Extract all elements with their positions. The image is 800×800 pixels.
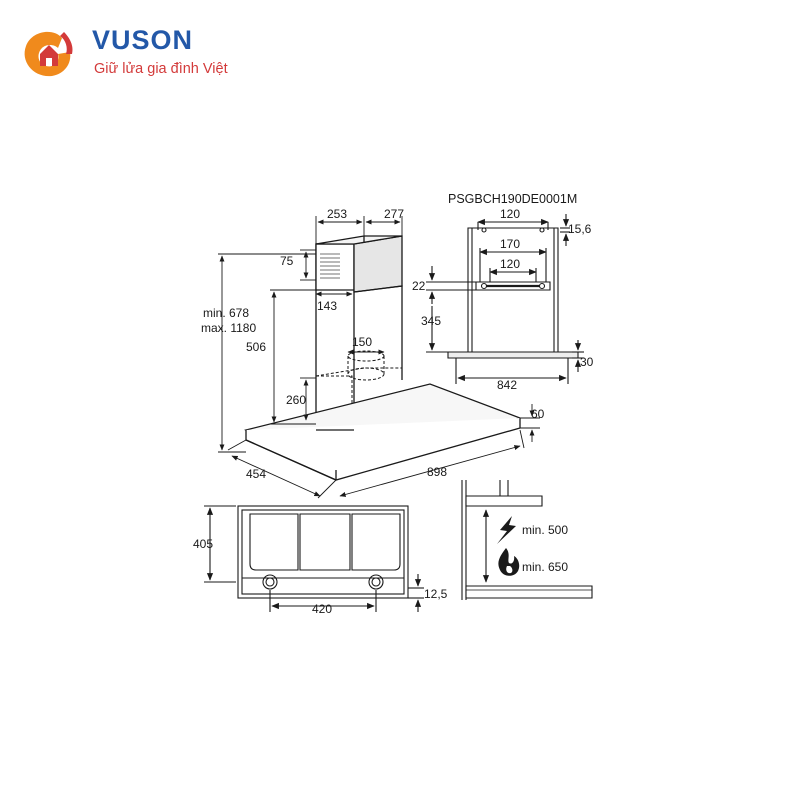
dim-150-label: 150 <box>352 335 372 349</box>
side-hood-canopy <box>465 495 543 507</box>
dim-max-height-label: max. 1180 <box>201 321 256 335</box>
dim-454-label: 454 <box>246 467 266 481</box>
installation-labels: min. 500 min. 650 <box>522 523 568 574</box>
lightning-icon <box>497 516 516 544</box>
brand-name: VUSON <box>92 25 194 55</box>
hood-dimension-labels: 253 277 75 min. 678 max. 1180 143 506 15… <box>201 207 545 481</box>
light-left <box>262 574 278 590</box>
dim-75-label: 75 <box>280 254 294 268</box>
filter-panel-left <box>249 513 299 571</box>
dim-506-label: 506 <box>246 340 266 354</box>
bracket-detail-view <box>426 214 584 384</box>
brand-slogan: Giữ lửa gia đình Việt <box>94 61 228 77</box>
side-cooktop <box>465 585 593 599</box>
hood-bottom-view <box>204 505 424 612</box>
dim-120-top-label: 120 <box>500 207 520 221</box>
dim-30-label: 30 <box>580 355 594 369</box>
flame-icon <box>498 548 520 576</box>
chimney-upper-section <box>315 243 355 291</box>
dim-120-mid-label: 120 <box>500 257 520 271</box>
dim-277-label: 277 <box>384 207 404 221</box>
brand-header: VUSON Giữ lửa gia đình Việt <box>18 22 278 84</box>
model-code-label: PSGBCH190DE0001M <box>448 192 577 206</box>
bracket-dimension-labels: PSGBCH190DE0001M 120 15,6 170 120 22 345… <box>412 192 594 392</box>
hood-dimension-lines <box>218 216 540 499</box>
dim-253-label: 253 <box>327 207 347 221</box>
dim-12-5-label: 12,5 <box>424 587 448 601</box>
dim-143-label: 143 <box>317 299 337 313</box>
dim-15-6-label: 15,6 <box>568 222 592 236</box>
min-gas-label: min. 650 <box>522 560 568 574</box>
dim-345-label: 345 <box>421 314 441 328</box>
filter-panel-right <box>351 513 401 571</box>
bottom-view-labels: 405 420 12,5 <box>193 537 448 616</box>
installation-height-view <box>461 480 593 600</box>
dim-842-label: 842 <box>497 378 517 392</box>
dim-420-label: 420 <box>312 602 332 616</box>
vuson-logo-icon <box>24 31 73 77</box>
dim-260-label: 260 <box>286 393 306 407</box>
dim-60-label: 60 <box>531 407 545 421</box>
dim-min-height-label: min. 678 <box>203 306 249 320</box>
min-electric-label: min. 500 <box>522 523 568 537</box>
dim-22-label: 22 <box>412 279 426 293</box>
bracket-base-plate <box>447 351 579 359</box>
dim-405-label: 405 <box>193 537 213 551</box>
dim-898-label: 898 <box>427 465 447 479</box>
light-right <box>368 574 384 590</box>
chimney-vent-slots <box>320 253 340 279</box>
filter-panel-middle <box>299 513 351 571</box>
dim-170-label: 170 <box>500 237 520 251</box>
chimney-side-face <box>353 235 403 293</box>
